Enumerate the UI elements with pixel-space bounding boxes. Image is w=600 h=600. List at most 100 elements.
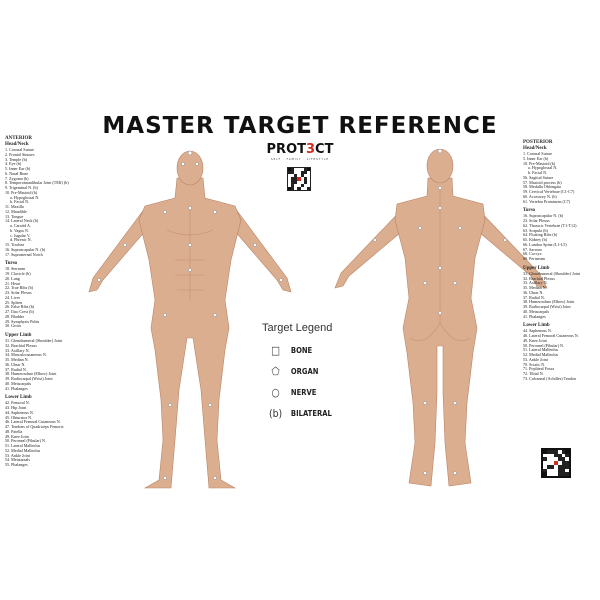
list-item: 59. Cervical Vertebrae (C1-C7) [523, 189, 575, 194]
list-item: 5. Inner Ear (b) [523, 155, 549, 161]
list-item: 48. Patella [5, 428, 23, 434]
section-heading: Lower Limb [523, 323, 550, 329]
list-item: 67. Sacrum [523, 246, 542, 252]
list-item: 14. Lateral Neck (b) [5, 218, 39, 224]
list-item: 33. Axillary N. [5, 347, 30, 353]
list-item: 73. Calcaneal (Achilles) Tendon [523, 375, 576, 381]
list-item: 39. Radiocarpal (Wrist) Joint [523, 304, 571, 309]
list-item: 60. Accessory N. (b) [523, 193, 557, 199]
logo-text-end: CT [315, 142, 334, 157]
list-item: 2. Frontal Sinuses [5, 151, 35, 157]
legend-item: ⬠ ORGAN [262, 361, 332, 382]
legend-label: BONE [290, 346, 313, 355]
list-item: 32. Brachial Plexus [523, 275, 555, 281]
list-item: 19. Clavicle (b) [5, 271, 31, 276]
list-item: b. Vagus N. [10, 227, 30, 233]
circle-icon: ○ [271, 386, 280, 399]
list-item: 15. Trachea [5, 242, 25, 247]
list-item: 52. Medial Malleolus [523, 352, 559, 357]
list-item: 66. Lumbar Spine (L1-L5) [523, 241, 567, 247]
qr-code[interactable] [287, 167, 311, 191]
list-item: 61. Vertebra Prominens (C7) [523, 198, 570, 204]
list-item: 69. Perineum [523, 256, 545, 261]
view-heading: POSTERIOR [523, 140, 553, 145]
pentagon-icon: ⬠ [271, 365, 280, 378]
list-item: 52. Medial Malleolus [5, 447, 41, 453]
list-item: 12. Mandible [5, 208, 27, 214]
list-item: b. Facial N. [528, 170, 548, 175]
list-item: 70. Sciatic N. [523, 361, 546, 367]
logo-accent: 3 [306, 142, 316, 157]
list-item: 30. Groin [5, 323, 21, 329]
legend-item: (b)BILATERAL [262, 403, 332, 424]
legend-title: Target Legend [262, 322, 333, 334]
list-item: 31. Glenohumeral (Shoulder) Joint [5, 338, 63, 343]
list-item: 8. Temporomandibular Joint (TMJ) (b) [5, 180, 69, 186]
list-item: 36. Ulnar N. [523, 289, 544, 295]
list-item: 42. Femoral N. [5, 400, 30, 406]
qr-code-card[interactable] [541, 448, 571, 478]
list-item: 37. Radial N. [523, 294, 545, 300]
list-item: 38. Humeroulnar (Elbow) Joint [523, 299, 575, 305]
poster-title: MASTER TARGET REFERENCE [102, 113, 498, 139]
list-item: 22. True Ribs (b) [5, 285, 33, 291]
list-item: 56. Sagittal Suture [523, 174, 554, 180]
list-item: 46. Lateral Femoral Cutaneous N. [5, 419, 61, 425]
list-item: 18. Sternum [5, 266, 26, 272]
list-item: 72. Tibial N. [523, 371, 544, 376]
section-heading: Torso [5, 261, 18, 267]
list-item: 20. Lung [5, 275, 20, 281]
list-item: 44. Saphenous N. [523, 328, 552, 334]
list-item: 7. Zygoma (b) [5, 175, 29, 181]
list-item: 16. Suprascapular N. (b) [523, 213, 564, 219]
legend-label: NERVE [290, 388, 317, 397]
list-item: 35. Median N. [523, 285, 547, 290]
list-item: 16. Suprascapular N. (b) [5, 246, 46, 252]
brand-logo: PROT3CT [250, 142, 350, 157]
list-item: 10. Pre-Mastoid (b) [523, 160, 556, 166]
list-item: d. Phrenic N. [10, 237, 32, 243]
list-item: 58. Medulla Oblongata [523, 184, 561, 190]
list-item: a. Carotid A. [10, 223, 31, 228]
list-item: 9. Trigeminal N. (b) [5, 185, 38, 190]
list-item: 13. Tongue [5, 213, 24, 219]
list-item: 34. Musculocutaneous N. [5, 352, 47, 358]
list-item: 11. Maxilla [5, 204, 24, 209]
list-item: 54. Metatarsals [5, 457, 31, 463]
brand-tagline: SELF · FAMILY · LIFESTYLE [270, 158, 330, 161]
list-item: 35. Median N. [5, 357, 29, 362]
list-item: 27. Iliac Crest (b) [5, 309, 34, 314]
list-item: 53. Ankle Joint [5, 452, 30, 458]
list-item: 23. Solar Plexus [523, 218, 550, 223]
section-heading: Head/Neck [523, 146, 547, 151]
section-heading: Torso [523, 208, 536, 214]
list-item: 36. Ulnar N. [5, 361, 26, 367]
legend-item: □BONE [262, 340, 332, 361]
list-item: 29. Symphysis Pubis [5, 318, 40, 324]
list-item: 50. Peroneal (Fibular) N. [5, 438, 47, 444]
list-item: 40. Metacarpals [523, 308, 550, 314]
list-item: 50. Peroneal (Fibular) N. [523, 342, 565, 348]
list-item: 37. Radial N. [5, 366, 27, 372]
legend-label: BILATERAL [290, 409, 332, 418]
section-heading: Upper Limb [523, 265, 550, 271]
legend-label: ORGAN [290, 367, 319, 376]
list-item: 49. Knee Joint [5, 433, 29, 439]
list-item: 57. Mastoid process (b) [523, 179, 562, 185]
legend-item: ○ NERVE [262, 382, 332, 403]
list-item: 4. Eye (b) [5, 161, 22, 167]
list-item: 21. Heart [5, 280, 21, 286]
list-item: 47. Tendons of Quadriceps Femoris [5, 424, 64, 429]
list-item: 45. Obturator N. [5, 414, 33, 420]
list-item: 1. Coronal Suture [523, 151, 552, 156]
list-item: 28. Bladder [5, 313, 25, 319]
list-item: 41. Phalanges [523, 313, 546, 319]
list-item: 49. Knee Joint [523, 337, 547, 343]
list-item: 38. Humeroulnar (Elbow) Joint [5, 371, 57, 377]
list-item: 25. Spleen [5, 299, 23, 305]
list-item: 65. Kidney (b) [523, 237, 547, 242]
list-item: 41. Phalanges [5, 385, 28, 391]
list-item: 32. Brachial Plexus [5, 342, 37, 348]
